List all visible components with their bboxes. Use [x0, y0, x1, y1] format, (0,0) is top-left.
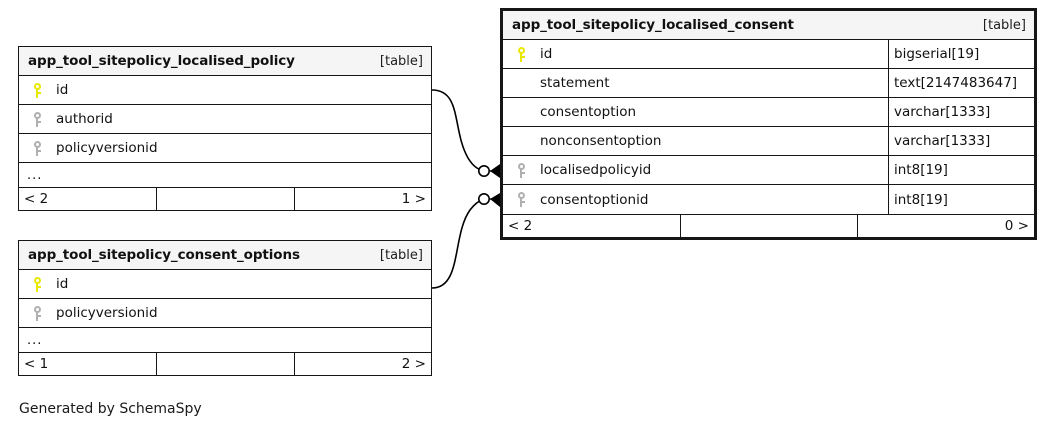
column-label: id — [56, 276, 69, 292]
column-label: localisedpolicyid — [540, 162, 652, 178]
foreign-key-icon — [510, 192, 532, 207]
entity-pager: < 1 2 > — [19, 352, 431, 375]
column-label: consentoption — [540, 104, 637, 120]
table-row[interactable]: id — [19, 76, 431, 105]
table-row[interactable]: policyversionid — [19, 134, 431, 163]
column-label: policyversionid — [56, 305, 158, 321]
column-name-cell: id — [19, 270, 431, 298]
pager-prev-button[interactable]: < 1 — [24, 356, 49, 372]
column-name-cell: ... — [19, 328, 431, 352]
entity-app-tool-sitepolicy-localised-policy[interactable]: app_tool_sitepolicy_localised_policy [ta… — [18, 46, 432, 211]
entity-type-tag: [table] — [379, 247, 423, 263]
pager-middle — [156, 353, 293, 375]
relationship-localised-policy-to-localised-consent — [431, 89, 502, 178]
generator-note: Generated by SchemaSpy — [19, 401, 202, 417]
pager-next-button[interactable]: 0 > — [857, 215, 1034, 237]
table-row[interactable]: id bigserial[19] — [503, 40, 1034, 69]
zero-cardinality-marker — [477, 193, 490, 206]
entity-app-tool-sitepolicy-localised-consent[interactable]: app_tool_sitepolicy_localised_consent [t… — [500, 8, 1037, 240]
column-name-cell: ... — [19, 163, 431, 187]
pager-prev-button[interactable]: < 2 — [24, 191, 49, 207]
table-row[interactable]: authorid — [19, 105, 431, 134]
column-name-cell: consentoption — [503, 98, 888, 126]
table-row[interactable]: policyversionid — [19, 299, 431, 328]
column-label: id — [540, 46, 553, 62]
column-name-cell: authorid — [19, 105, 431, 133]
foreign-key-icon — [26, 111, 48, 127]
entity-title: app_tool_sitepolicy_consent_options — [28, 247, 300, 263]
primary-key-icon — [510, 46, 532, 62]
more-columns-row: ... — [19, 163, 431, 187]
column-type-cell: int8[19] — [888, 185, 1034, 214]
entity-title: app_tool_sitepolicy_localised_policy — [28, 53, 295, 69]
entity-header: app_tool_sitepolicy_localised_policy [ta… — [19, 47, 431, 76]
column-name-cell: policyversionid — [19, 134, 431, 162]
table-row[interactable]: localisedpolicyid int8[19] — [503, 156, 1034, 185]
entity-pager: < 2 0 > — [503, 214, 1034, 237]
entity-header: app_tool_sitepolicy_localised_consent [t… — [503, 11, 1034, 40]
entity-title: app_tool_sitepolicy_localised_consent — [512, 17, 794, 33]
column-name-cell: id — [503, 40, 888, 68]
entity-type-tag: [table] — [379, 53, 423, 69]
table-row[interactable]: consentoption varchar[1333] — [503, 98, 1034, 127]
column-type-cell: int8[19] — [888, 156, 1034, 184]
column-type-cell: bigserial[19] — [888, 40, 1034, 68]
pager-middle — [680, 215, 857, 237]
zero-cardinality-marker — [477, 165, 490, 178]
column-name-cell: localisedpolicyid — [503, 156, 888, 184]
pager-prev-button[interactable]: < 2 — [508, 218, 533, 234]
crowsfoot-marker — [490, 164, 500, 178]
foreign-key-icon — [26, 305, 48, 321]
column-type-cell: varchar[1333] — [888, 98, 1034, 126]
column-name-cell: nonconsentoption — [503, 127, 888, 155]
table-row[interactable]: nonconsentoption varchar[1333] — [503, 127, 1034, 156]
column-name-cell: id — [19, 76, 431, 104]
column-label: nonconsentoption — [540, 133, 662, 149]
column-name-cell: statement — [503, 69, 888, 97]
column-label: consentoptionid — [540, 191, 649, 208]
column-label: authorid — [56, 111, 113, 127]
more-columns-row: ... — [19, 328, 431, 352]
foreign-key-icon — [26, 140, 48, 156]
table-row[interactable]: statement text[2147483647] — [503, 69, 1034, 98]
primary-key-icon — [26, 82, 48, 98]
entity-columns: id policyversionid ... — [19, 270, 431, 352]
pager-middle — [156, 188, 293, 210]
column-name-cell: policyversionid — [19, 299, 431, 327]
column-type-cell: varchar[1333] — [888, 127, 1034, 155]
table-row[interactable]: consentoptionid int8[19] — [503, 185, 1034, 214]
ellipsis-label: ... — [27, 167, 43, 183]
column-name-cell: consentoptionid — [503, 185, 888, 214]
pager-next-button[interactable]: 1 > — [293, 188, 431, 210]
crowsfoot-marker — [490, 193, 500, 207]
foreign-key-icon — [510, 162, 532, 178]
entity-columns: id authorid policyversionid — [19, 76, 431, 187]
column-type-cell: text[2147483647] — [888, 69, 1034, 97]
column-label: id — [56, 82, 69, 98]
primary-key-icon — [26, 276, 48, 292]
entity-pager: < 2 1 > — [19, 187, 431, 210]
column-label: policyversionid — [56, 140, 158, 156]
column-label: statement — [540, 75, 610, 91]
relationship-consent-options-to-localised-consent — [431, 193, 502, 289]
ellipsis-label: ... — [27, 332, 43, 348]
entity-header: app_tool_sitepolicy_consent_options [tab… — [19, 241, 431, 270]
entity-app-tool-sitepolicy-consent-options[interactable]: app_tool_sitepolicy_consent_options [tab… — [18, 240, 432, 376]
pager-next-button[interactable]: 2 > — [293, 353, 431, 375]
table-row[interactable]: id — [19, 270, 431, 299]
entity-columns: id bigserial[19] statement text[21474836… — [503, 40, 1034, 214]
entity-type-tag: [table] — [982, 17, 1026, 33]
